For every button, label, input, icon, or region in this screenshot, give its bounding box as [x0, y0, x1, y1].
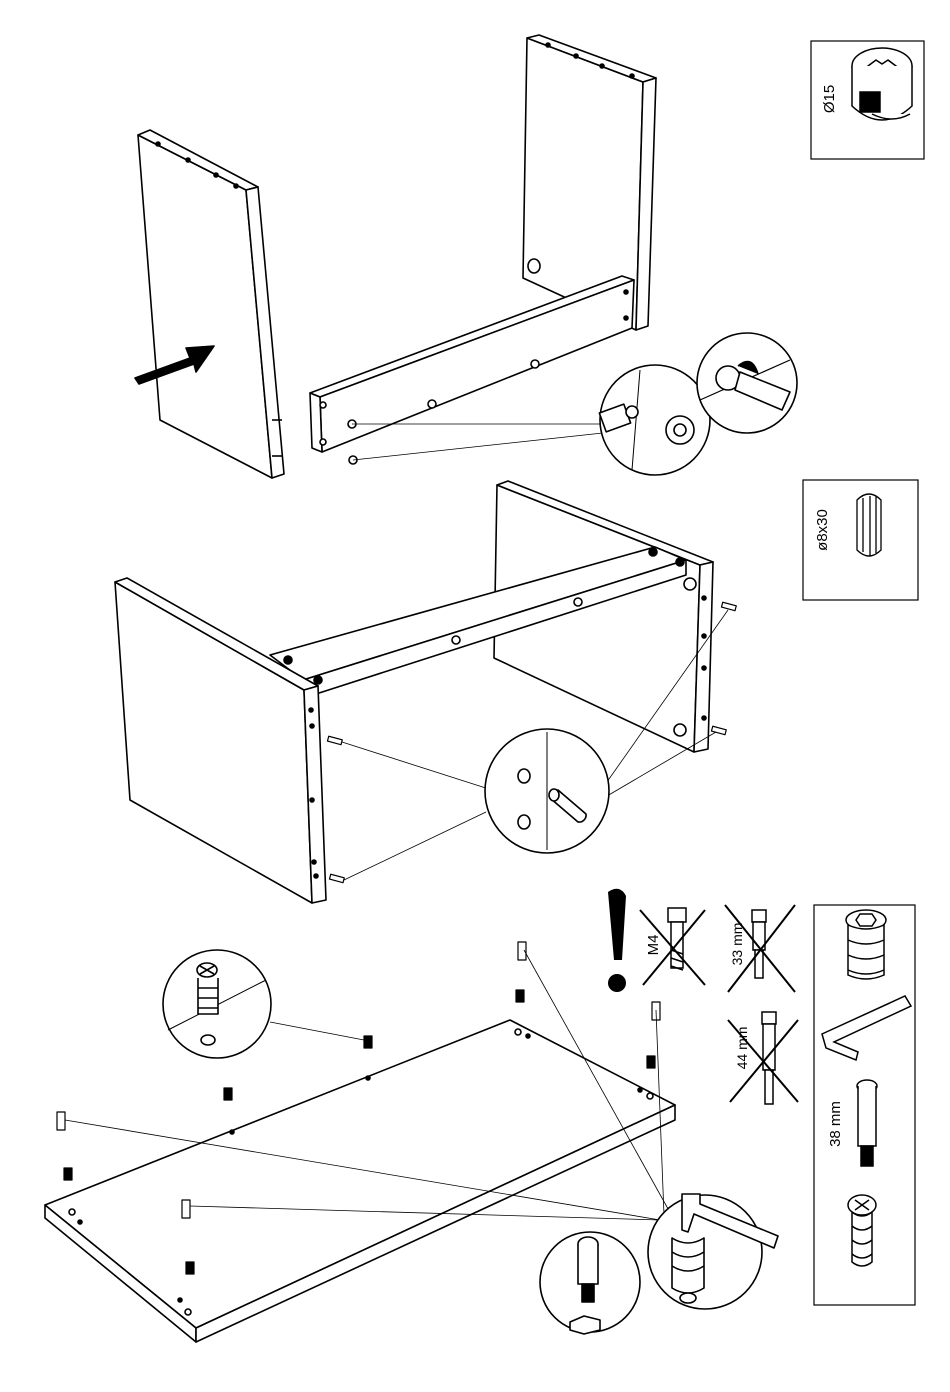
step3-assembly: [45, 942, 778, 1342]
step2-assembly: [115, 481, 736, 903]
bolt-insert-zoom-circle: [540, 1232, 640, 1334]
dowel-size-label: ø8x30: [814, 509, 831, 551]
hex-key-zoom-circle: [648, 1194, 778, 1309]
right-side-panel: [523, 35, 656, 330]
hardware-box: 38 mm: [814, 905, 915, 1305]
left-side-panel: [138, 130, 284, 478]
m4-label: M4: [645, 935, 662, 956]
38mm-label: 38 mm: [827, 1101, 844, 1147]
warning-exclamation-icon: [608, 889, 626, 992]
screwdriver-zoom-circle: [697, 333, 797, 433]
cam-zoom-circle: [599, 365, 710, 475]
warning-section: M4 33 mm 44 mm: [608, 889, 798, 1104]
dowel-zoom-circle: [485, 729, 609, 853]
back-rail: [310, 276, 634, 464]
cross-screw-icon: [848, 1195, 876, 1266]
44mm-label: 44 mm: [734, 1027, 750, 1070]
cam-lock-icon: [852, 48, 912, 120]
wood-dowel-icon: [857, 494, 881, 556]
cam-lock-part-box: Ø15: [811, 41, 924, 159]
33mm-label: 33 mm: [729, 923, 745, 966]
dowel-part-box: ø8x30: [803, 480, 918, 600]
bolt-zoom-circle: [163, 950, 271, 1058]
step1-assembly: [135, 35, 797, 478]
cam-lock-size-label: Ø15: [821, 85, 838, 113]
threaded-insert-icon: [846, 910, 886, 979]
